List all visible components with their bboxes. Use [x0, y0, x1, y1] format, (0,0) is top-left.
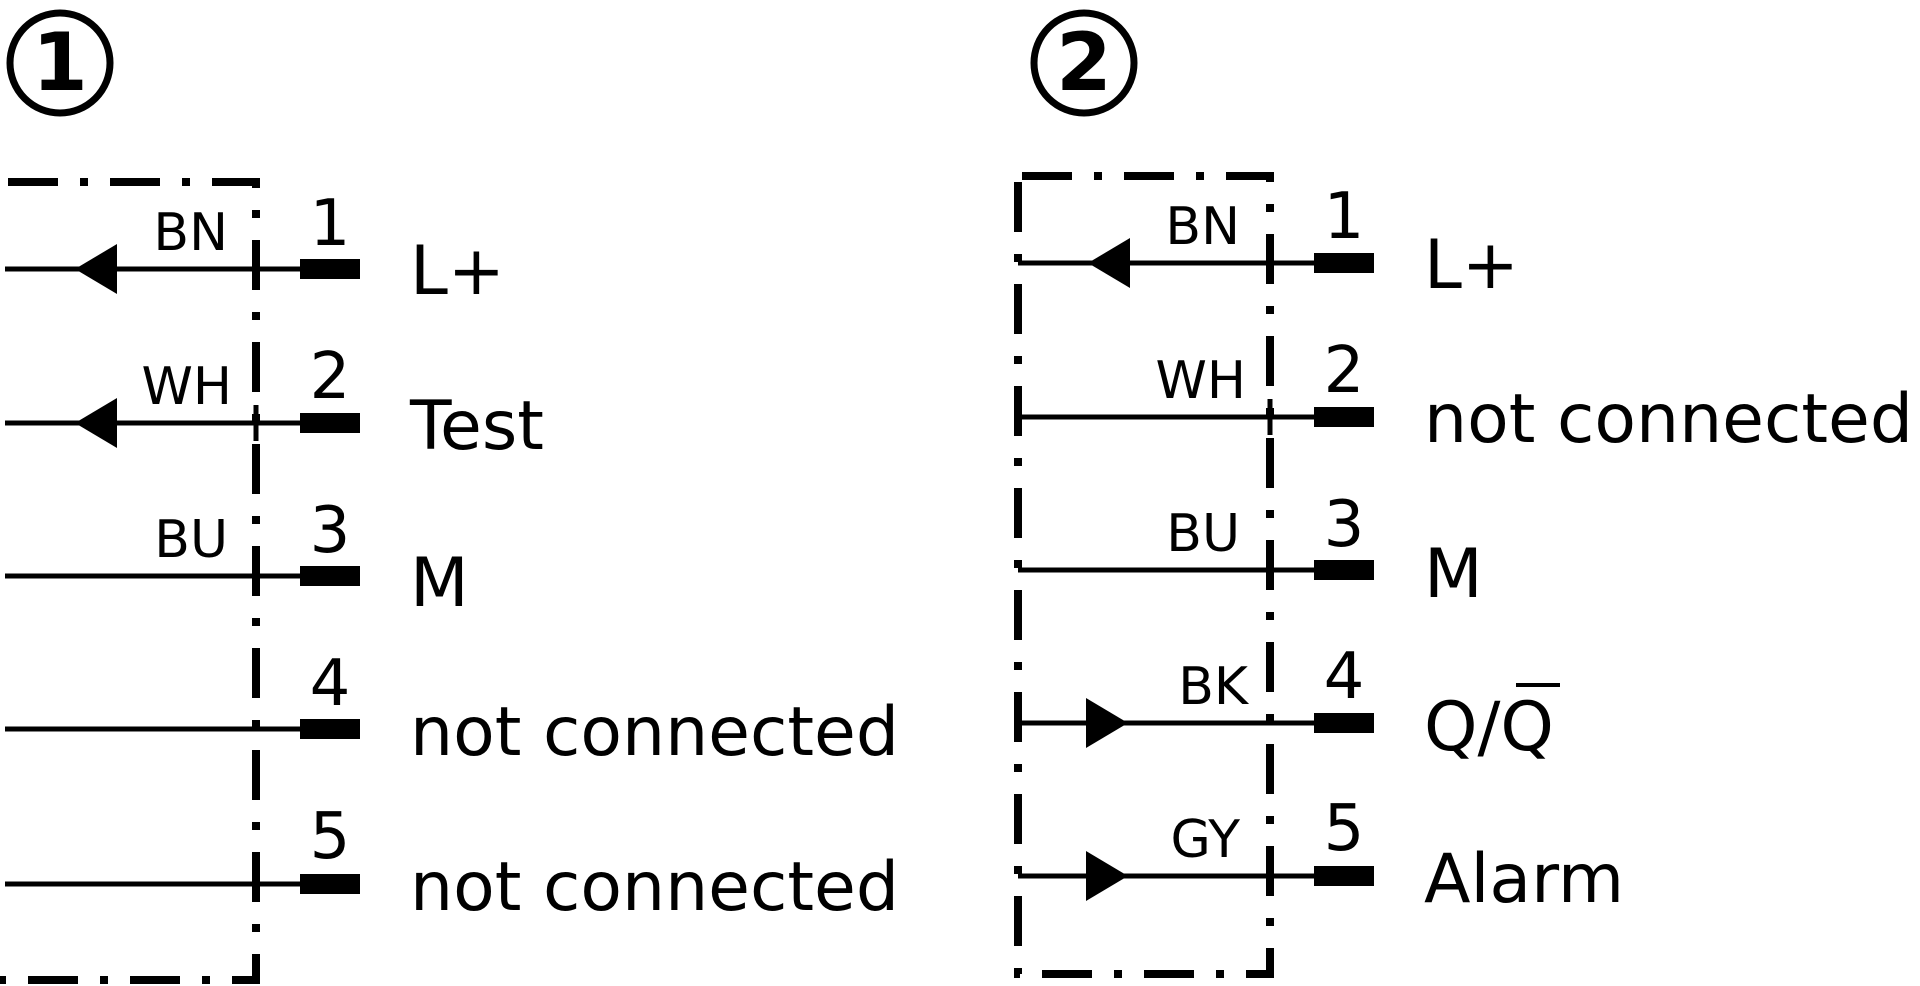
pin-signal: Q/Q [1424, 688, 1554, 767]
pin-number: 3 [1324, 488, 1365, 562]
wire-color: BN [1165, 197, 1240, 257]
marker-circle [1030, 9, 1138, 117]
pin-number: 4 [310, 647, 351, 721]
wire-color: BN [153, 203, 228, 263]
pin-number: 2 [1324, 334, 1365, 408]
pin-signal: not connected [410, 848, 899, 927]
wiring-diagram-1: 1 BN 1 L+ WH 2 Test BU 3 M [0, 9, 899, 984]
wire-color: WH [141, 357, 232, 417]
pin-row: BU 3 M [1018, 488, 1483, 614]
pin-number: 2 [310, 340, 351, 414]
arrow-left-icon [75, 398, 117, 448]
pin-row: BK 4 Q/Q [1018, 640, 1560, 767]
pin-signal: L+ [410, 232, 505, 311]
arrow-left-icon [1088, 238, 1130, 288]
pin-signal: L+ [1424, 226, 1519, 305]
pin-number: 1 [1324, 180, 1365, 254]
pin-number: 3 [310, 494, 351, 568]
pin-number: 4 [1324, 640, 1365, 714]
arrow-right-icon [1086, 698, 1128, 748]
pin-row: GY 5 Alarm [1018, 792, 1624, 919]
wiring-diagram-2: 2 BN 1 L+ WH 2 not connected BU 3 M [1014, 9, 1913, 978]
pin-terminal [300, 566, 360, 586]
pin-row: WH 2 not connected [1018, 334, 1913, 459]
pin-terminal [1314, 407, 1374, 427]
arrow-left-icon [75, 244, 117, 294]
pin-row: WH 2 Test [5, 340, 544, 466]
diagram-marker-2: 2 [1030, 9, 1138, 117]
pin-signal: Alarm [1424, 840, 1624, 919]
diagram-marker-1: 1 [6, 9, 114, 117]
pin-number: 5 [1324, 792, 1365, 866]
pin-terminal [1314, 253, 1374, 273]
pin-terminal [1314, 866, 1374, 886]
pin-signal: Test [409, 387, 544, 466]
pin-terminal [300, 719, 360, 739]
marker-circle [6, 9, 114, 117]
wire-color: GY [1171, 810, 1241, 870]
pin-row: 4 not connected [5, 647, 899, 772]
housing-boundary [1014, 172, 1274, 978]
pin-terminal [300, 874, 360, 894]
wire-color: BK [1178, 657, 1250, 717]
pin-terminal [300, 259, 360, 279]
pin-signal: not connected [1424, 380, 1913, 459]
wire-color: BU [154, 510, 228, 570]
pin-signal: not connected [410, 693, 899, 772]
wire-color: BU [1166, 504, 1240, 564]
pin-signal: M [410, 544, 469, 623]
pin-terminal [1314, 713, 1374, 733]
marker-number: 2 [1056, 16, 1112, 109]
pin-signal: M [1424, 535, 1483, 614]
marker-number: 1 [32, 16, 88, 109]
pin-row: BN 1 L+ [5, 187, 505, 311]
pin-terminal [300, 413, 360, 433]
pin-number: 5 [310, 800, 351, 874]
pin-terminal [1314, 560, 1374, 580]
pin-number: 1 [310, 187, 351, 261]
wire-color: WH [1155, 351, 1246, 411]
housing-boundary [0, 178, 260, 984]
arrow-right-icon [1086, 851, 1128, 901]
pin-row: BN 1 L+ [1018, 180, 1519, 305]
pin-row: 5 not connected [5, 800, 899, 927]
pin-row: BU 3 M [5, 494, 469, 623]
